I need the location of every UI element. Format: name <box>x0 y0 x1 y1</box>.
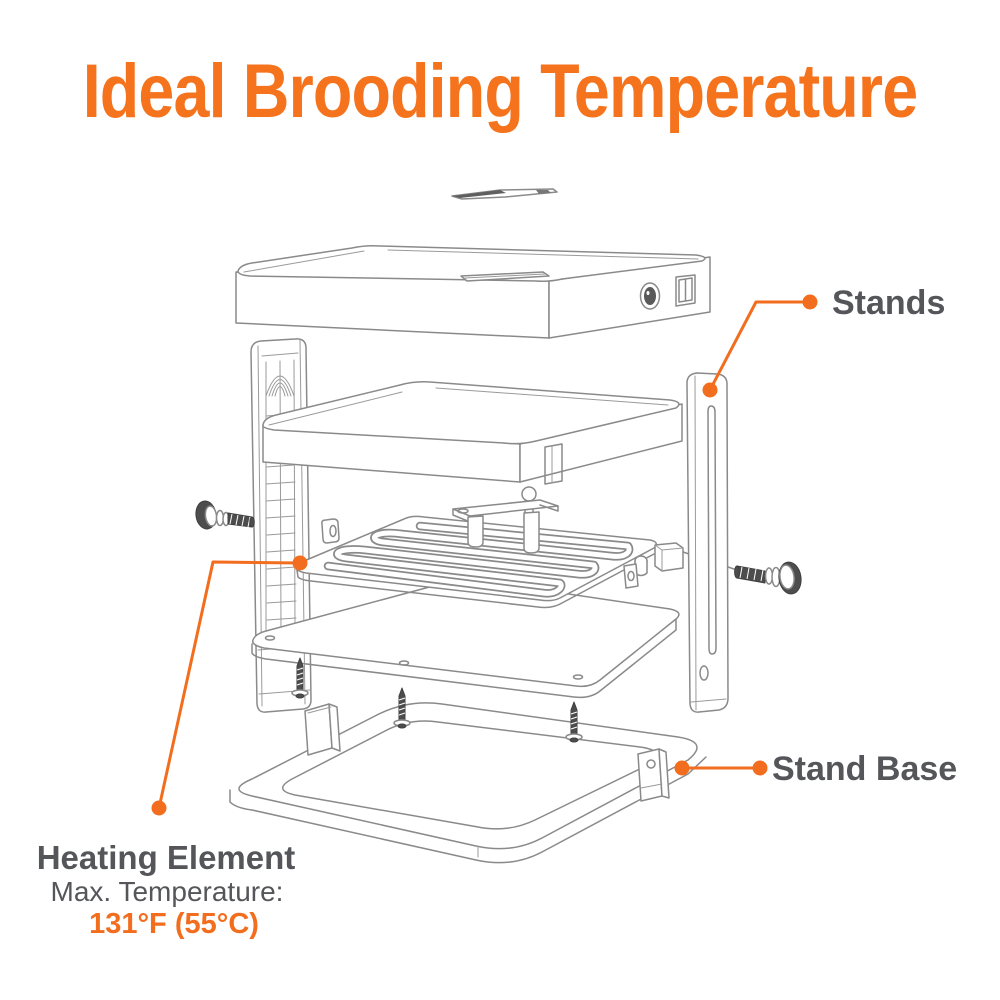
mounting-bracket <box>452 486 559 554</box>
heating-element-callout-anchor-dot <box>292 555 308 571</box>
stands-callout-anchor-dot <box>702 382 718 398</box>
temperature-value: 131°F (55°C) <box>89 908 259 940</box>
stand-base-callout-label-dot <box>752 760 768 776</box>
screw-2 <box>393 687 411 729</box>
base-tab-right <box>637 748 670 802</box>
stand-base-label: Stand Base <box>772 750 957 788</box>
main-plate <box>262 381 683 485</box>
top-cover <box>235 245 711 339</box>
heating-element <box>295 515 741 609</box>
right-stand <box>686 372 729 713</box>
stands-callout: Stands <box>702 284 945 398</box>
thumbscrew-left <box>195 500 255 530</box>
stand-base-callout-anchor-dot <box>674 760 690 776</box>
screw-1 <box>291 657 309 699</box>
clip-part <box>321 518 340 544</box>
stands-callout-label-dot <box>802 294 818 310</box>
stands-label: Stands <box>832 284 945 322</box>
base-tab-left <box>304 703 341 756</box>
top-strip <box>451 188 558 200</box>
heating-element-callout: Heating Element Max. Temperature: 131°F … <box>37 555 308 940</box>
left-stand <box>250 338 312 713</box>
bottom-plate <box>251 578 680 699</box>
stand-base <box>229 702 707 864</box>
heating-element-label: Heating Element <box>37 839 296 876</box>
stand-base-callout: Stand Base <box>674 750 957 788</box>
screw-3 <box>565 701 583 743</box>
heating-element-callout-line <box>157 560 301 809</box>
max-temperature-label: Max. Temperature: <box>51 876 284 907</box>
heating-element-callout-end-dot <box>151 800 167 816</box>
page-title: Ideal Brooding Temperature <box>82 49 918 134</box>
thumbscrew-right <box>734 561 802 595</box>
stands-callout-line <box>708 300 810 391</box>
